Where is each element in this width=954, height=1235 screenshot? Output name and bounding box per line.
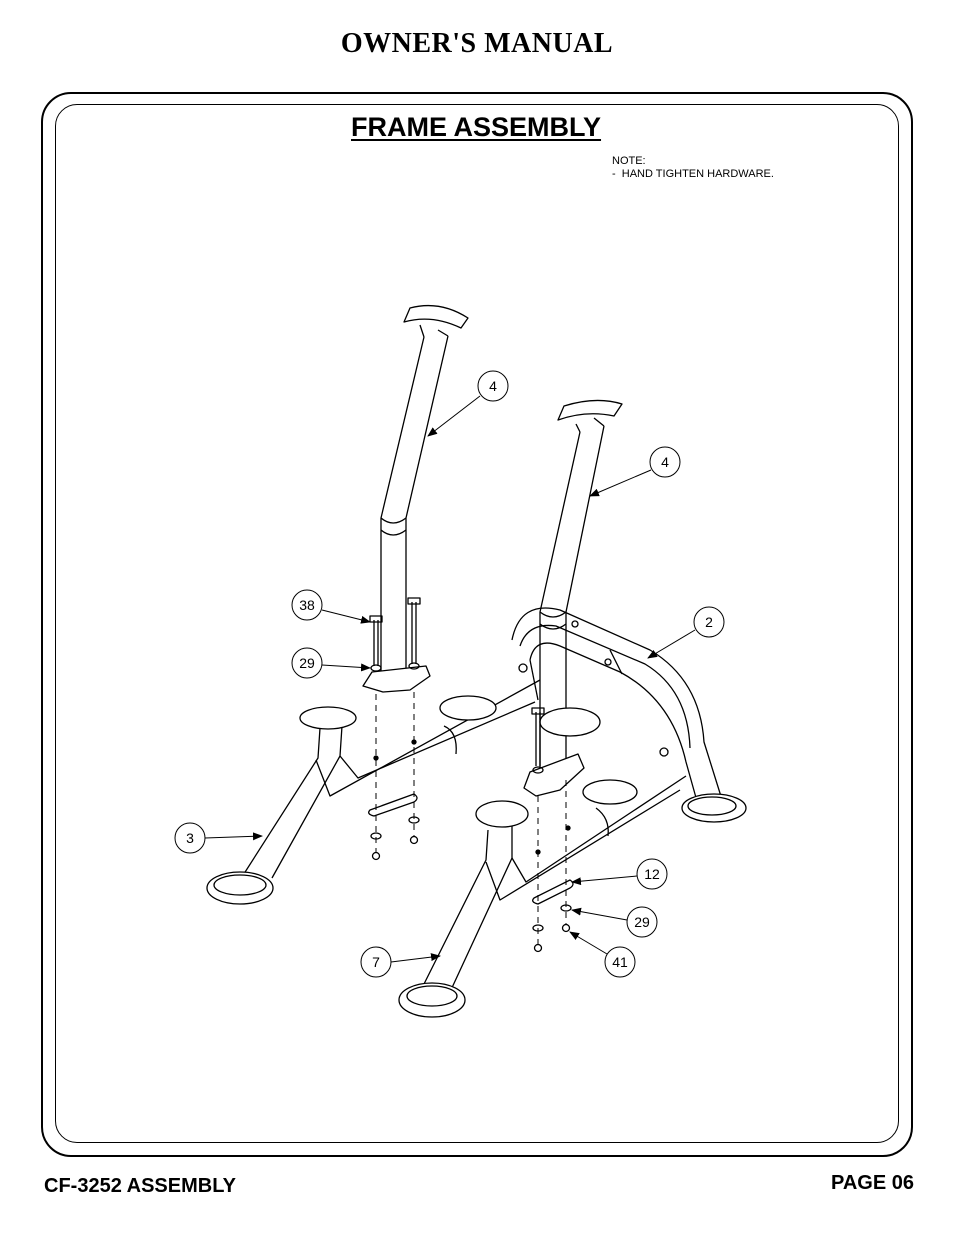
right-base-frame-part [398,775,687,1018]
page-frame-inner [55,104,899,1143]
left-base-frame-part [206,679,541,905]
assembly-note: NOTE: - HAND TIGHTEN HARDWARE. [612,155,774,181]
note-label: NOTE: [612,155,646,167]
callout-3: 3 [174,822,263,854]
rear-arch-frame-part [511,607,747,823]
callout-4-right: 4 [589,446,681,497]
right-mount-bracket [523,753,585,797]
page-frame-outer [41,92,913,1157]
nut-left-a [371,851,381,861]
svg-text:3: 3 [186,830,194,846]
callout-7: 7 [360,946,441,978]
callout-2: 2 [647,606,725,659]
bottom-plate-right [532,879,574,905]
footer-page-number: PAGE 06 [831,1172,914,1194]
svg-text:7: 7 [372,954,380,970]
nut-left-b [409,835,419,845]
footer-model: CF-3252 ASSEMBLY [44,1175,236,1197]
svg-text:4: 4 [489,378,497,394]
callout-29-right: 29 [571,906,658,938]
washer-right-a [532,766,544,774]
callout-38: 38 [291,589,371,624]
svg-text:2: 2 [705,614,713,630]
left-mount-bracket [362,665,431,693]
manual-title: OWNER'S MANUAL [340,28,614,59]
svg-text:4: 4 [661,454,669,470]
nut-right-a [533,943,543,953]
callout-41: 41 [569,931,636,978]
svg-text:12: 12 [644,866,660,882]
svg-text:29: 29 [634,914,650,930]
callout-4-left: 4 [427,370,509,437]
bolt-left-a [369,615,383,666]
bolt-right-a [531,707,545,766]
assembly-guide-lines [375,692,567,944]
svg-text:29: 29 [299,655,315,671]
svg-text:38: 38 [299,597,315,613]
washer-left-b [408,662,420,670]
bolt-left-b [407,597,421,664]
nut-right-b [561,923,571,933]
section-title: FRAME ASSEMBLY [351,112,602,142]
svg-text:41: 41 [612,954,628,970]
left-upright-part [380,304,469,690]
callout-12: 12 [571,858,668,890]
callout-29-left: 29 [291,647,371,679]
note-line: - HAND TIGHTEN HARDWARE. [612,168,774,180]
washer-left-a [370,664,382,672]
